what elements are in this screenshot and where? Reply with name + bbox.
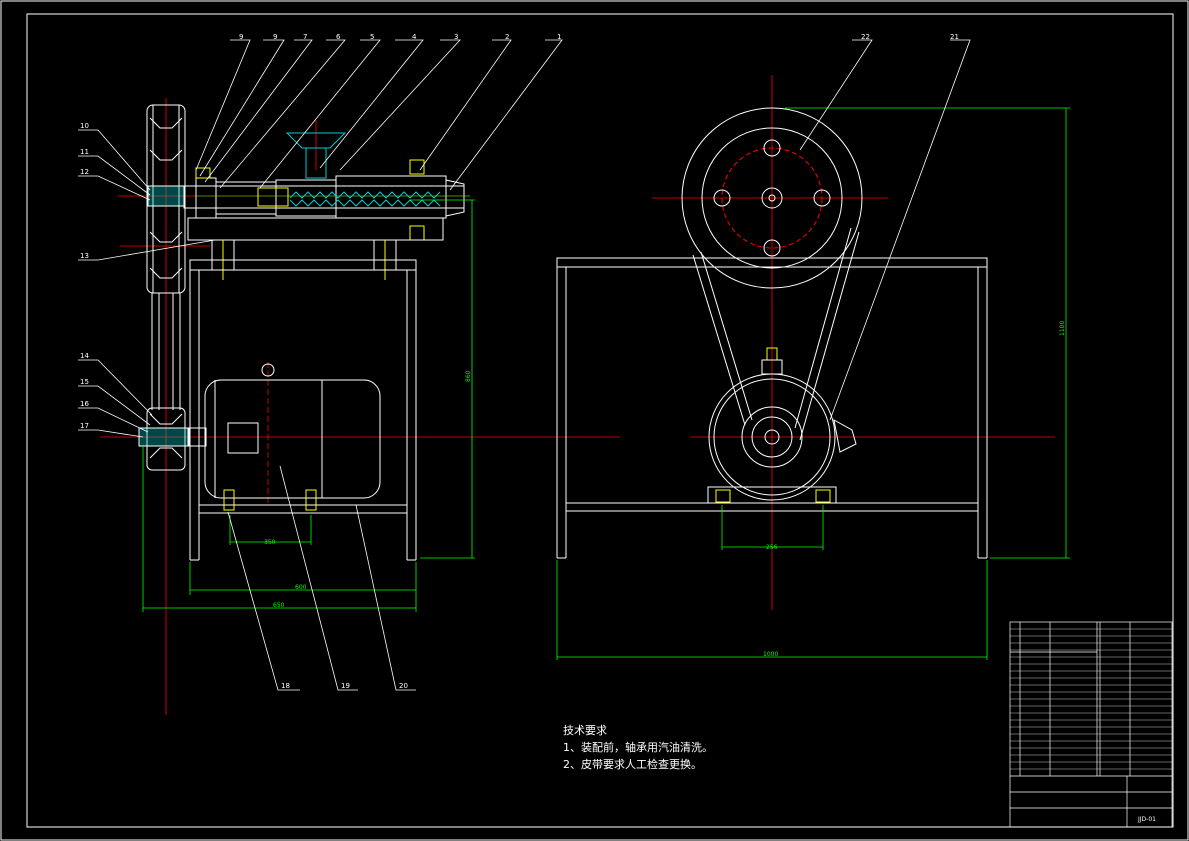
barrel-bolts xyxy=(195,159,425,241)
dim-overall-height-right: 1100 xyxy=(1059,321,1066,336)
dim-frame-height: 860 xyxy=(465,370,472,382)
dim-anchor-spacing-right: 256 xyxy=(766,544,778,551)
part-label: 10 xyxy=(80,122,89,130)
part-label: 9 xyxy=(239,33,243,41)
leader-lines-right xyxy=(799,39,971,421)
drawing-number: JJD-01 xyxy=(1137,816,1156,823)
left-frame xyxy=(189,259,417,561)
part-label: 14 xyxy=(80,352,89,360)
title-block xyxy=(1009,621,1173,828)
part-label: 13 xyxy=(80,252,89,260)
tech-item: 2、皮带要求人工检查更换。 xyxy=(563,758,702,771)
part-label: 17 xyxy=(80,422,89,430)
motor-end-view xyxy=(707,347,857,504)
bearing-housing xyxy=(187,217,444,280)
part-label: 18 xyxy=(281,682,290,690)
upper-pulley xyxy=(146,104,186,294)
dim-frame-width-left: 600 xyxy=(295,584,307,591)
part-label: 20 xyxy=(399,682,408,690)
part-label: 12 xyxy=(80,168,89,176)
lower-pulley xyxy=(138,407,190,471)
dim-overall-width-left: 650 xyxy=(273,602,285,609)
extruder-barrel xyxy=(183,175,470,219)
dim-overall-width-right: 1000 xyxy=(763,651,778,658)
part-label: 21 xyxy=(950,33,959,41)
front-view: 350 600 650 860 9 xyxy=(78,33,620,715)
tech-item: 1、装配前，轴承用汽油清洗。 xyxy=(563,741,713,754)
part-label: 16 xyxy=(80,400,89,408)
part-label: 9 xyxy=(273,33,277,41)
tech-title: 技术要求 xyxy=(563,724,607,737)
leader-lines xyxy=(78,39,563,691)
left-dimensions xyxy=(142,199,475,612)
right-dimensions xyxy=(556,107,1070,660)
part-label: 1 xyxy=(557,33,561,41)
side-view: 256 1000 1100 22 21 xyxy=(556,33,1070,660)
part-label: 15 xyxy=(80,378,89,386)
part-label: 4 xyxy=(412,33,417,41)
title-block-rows xyxy=(1010,628,1172,770)
drawing-frame-inner xyxy=(26,13,1174,828)
part-label: 2 xyxy=(505,33,509,41)
part-label: 6 xyxy=(336,33,341,41)
technical-requirements: 技术要求 1、装配前，轴承用汽油清洗。 2、皮带要求人工检查更换。 xyxy=(563,722,713,773)
part-label: 3 xyxy=(454,33,458,41)
dim-anchor-spacing-left: 350 xyxy=(264,539,276,546)
part-label: 22 xyxy=(861,33,870,41)
part-label: 7 xyxy=(303,33,307,41)
electric-motor xyxy=(187,363,381,511)
large-pulley-face xyxy=(681,107,863,289)
part-label: 19 xyxy=(341,682,350,690)
part-label: 11 xyxy=(80,148,89,156)
part-label: 5 xyxy=(370,33,374,41)
